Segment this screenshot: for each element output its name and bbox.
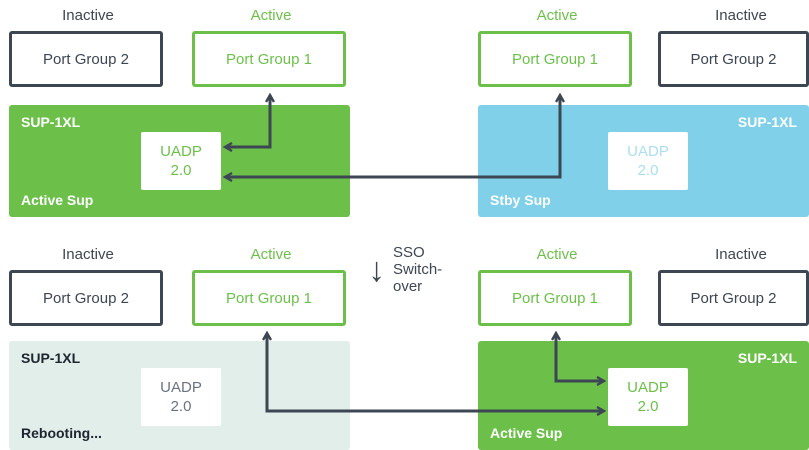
bottom-right-uadp-chip: UADP 2.0: [608, 368, 688, 426]
sso-switchover-marker: ↓ SSO Switch- over: [368, 244, 442, 295]
bottom-left-port-group-2: Port Group 2: [9, 270, 163, 326]
top-right-uadp-line1: UADP: [627, 143, 669, 160]
top-left-inactive-label: Inactive: [62, 7, 114, 24]
top-right-uadp-chip: UADP 2.0: [608, 132, 688, 190]
top-left-supervisor-card: SUP-1XL UADP 2.0 Active Sup: [9, 105, 350, 217]
top-left-sup-title: SUP-1XL: [21, 114, 81, 130]
top-left-port-group-2: Port Group 2: [9, 31, 163, 87]
bottom-right-supervisor-card: SUP-1XL UADP 2.0 Active Sup: [478, 341, 809, 450]
bottom-left-active-label: Active: [250, 246, 292, 263]
top-left-uadp-line1: UADP: [160, 143, 202, 160]
top-right-port-group-1: Port Group 1: [478, 31, 632, 87]
sso-line-2: Switch-: [393, 261, 443, 278]
top-left-uadp-line2: 2.0: [170, 162, 192, 179]
top-left-uadp-chip: UADP 2.0: [141, 132, 221, 190]
bottom-right-sup-title: SUP-1XL: [737, 350, 797, 366]
top-right-port-group-2: Port Group 2: [658, 31, 809, 87]
top-right-uadp-line2: 2.0: [637, 162, 659, 179]
bottom-left-uadp-line1: UADP: [160, 379, 202, 396]
bottom-left-inactive-label: Inactive: [62, 246, 114, 263]
bottom-right-uadp-line1: UADP: [627, 379, 669, 396]
top-right-supervisor-card: SUP-1XL UADP 2.0 Stby Sup: [478, 105, 809, 217]
top-left-active-label: Active: [250, 7, 292, 24]
bottom-left-port-group-1: Port Group 1: [192, 270, 346, 326]
bottom-left-supervisor-card: SUP-1XL UADP 2.0 Rebooting...: [9, 341, 350, 450]
bottom-left-uadp-line2: 2.0: [170, 398, 192, 415]
bottom-right-port-group-1: Port Group 1: [478, 270, 632, 326]
top-right-sup-title: SUP-1XL: [737, 114, 797, 130]
bottom-right-sup-footer: Active Sup: [490, 425, 563, 441]
top-left-port-group-1: Port Group 1: [192, 31, 346, 87]
bottom-right-inactive-label: Inactive: [715, 246, 767, 263]
bottom-left-uadp-chip: UADP 2.0: [141, 368, 221, 426]
bottom-right-active-label: Active: [536, 246, 578, 263]
sso-line-1: SSO: [393, 244, 425, 261]
bottom-left-sup-title: SUP-1XL: [21, 350, 81, 366]
down-arrow-icon: ↓: [368, 251, 385, 289]
top-left-sup-footer: Active Sup: [21, 192, 94, 208]
sso-line-3: over: [393, 278, 423, 295]
top-right-active-label: Active: [536, 7, 578, 24]
bottom-right-port-group-2: Port Group 2: [658, 270, 809, 326]
bottom-left-sup-footer: Rebooting...: [21, 425, 102, 441]
top-right-sup-footer: Stby Sup: [490, 192, 551, 208]
top-right-inactive-label: Inactive: [715, 7, 767, 24]
bottom-right-uadp-line2: 2.0: [637, 398, 659, 415]
